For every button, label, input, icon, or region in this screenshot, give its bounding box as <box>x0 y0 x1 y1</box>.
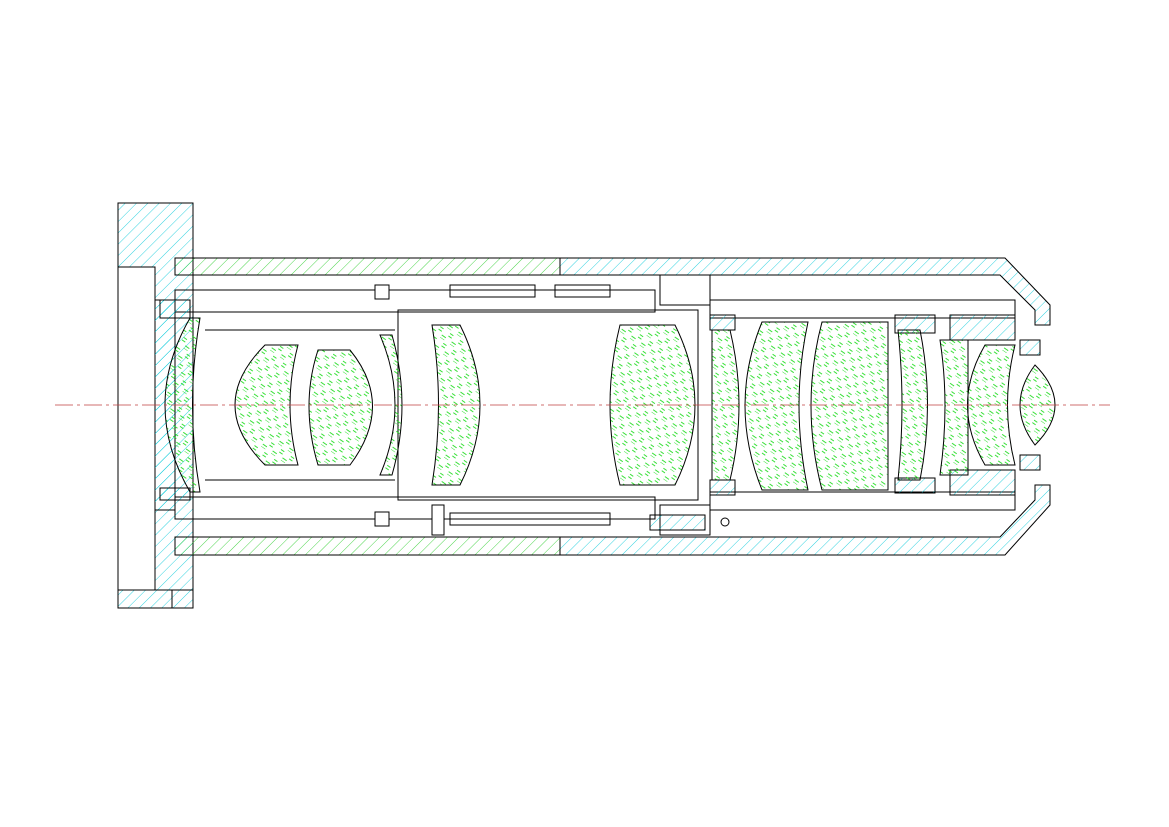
lens-elements <box>164 317 1056 493</box>
lens-9 <box>810 321 889 491</box>
screws <box>374 284 730 536</box>
retaining-rings <box>159 299 1041 531</box>
lens-3 <box>308 349 373 466</box>
lens-13 <box>1019 364 1056 446</box>
lens-11 <box>939 339 969 476</box>
lens-4 <box>379 334 403 476</box>
lens-8 <box>744 321 809 491</box>
